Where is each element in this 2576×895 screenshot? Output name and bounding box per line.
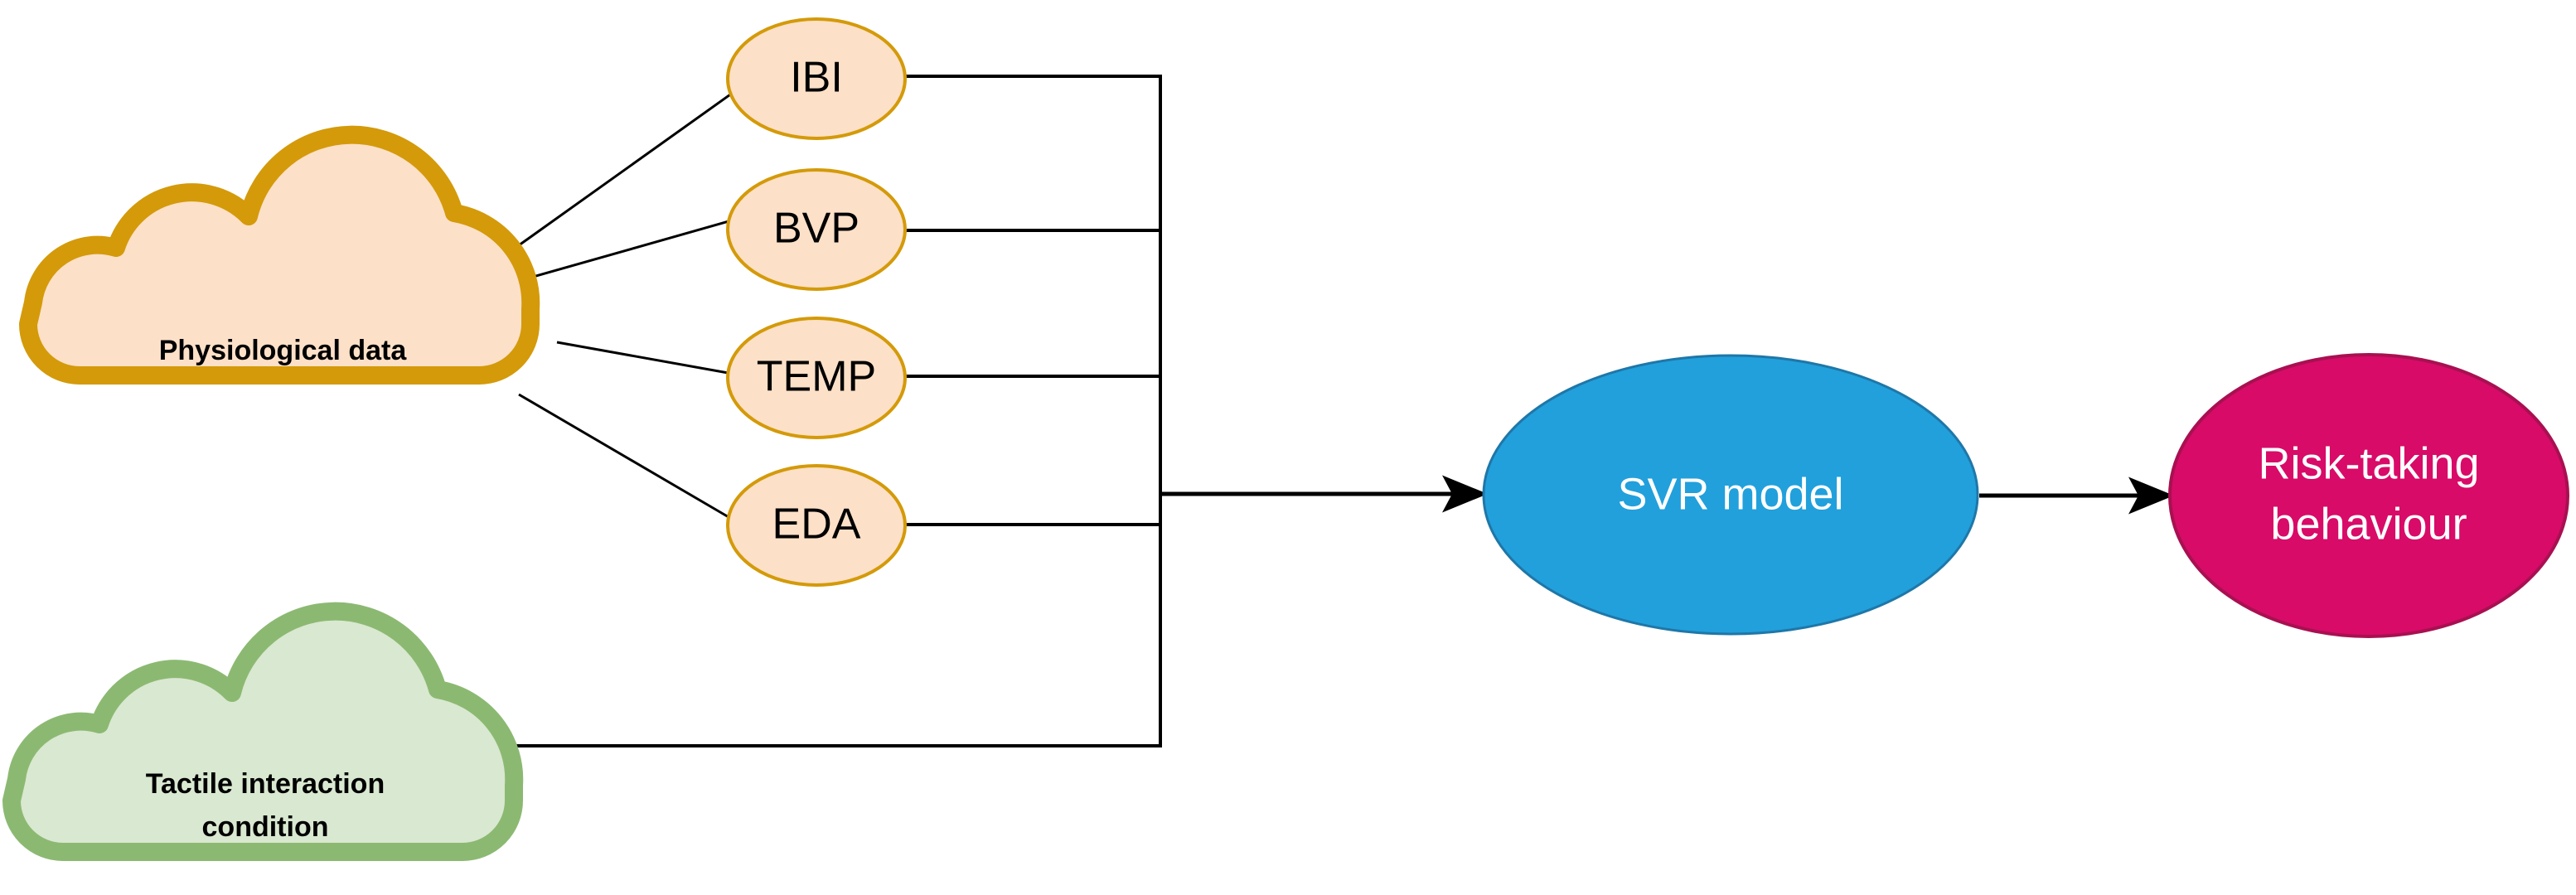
connector-physio-to-temp: [556, 341, 734, 375]
flow-arrows: [1160, 475, 2174, 515]
cloud-to-signal-connectors: [495, 83, 745, 522]
node-eda[interactable]: EDA: [726, 464, 907, 587]
ibi-ellipse: [726, 17, 907, 140]
ibi-label: IBI: [790, 54, 843, 102]
tactile-condition-label-line2: condition: [202, 811, 329, 843]
input-bracket: [514, 75, 1162, 747]
connector-physio-to-ibi: [495, 83, 745, 264]
connector-physio-to-bvp: [515, 217, 738, 283]
connector-physio-to-eda: [518, 393, 735, 522]
risk-taking-label-line1: Risk-taking: [2258, 438, 2479, 488]
bvp-label: BVP: [773, 205, 859, 253]
node-ibi[interactable]: IBI: [726, 17, 907, 140]
node-risk-taking-behaviour[interactable]: Risk-taking behaviour: [2168, 353, 2569, 638]
eda-ellipse: [726, 464, 907, 587]
node-tactile-interaction-condition[interactable]: Tactile interaction condition: [12, 612, 514, 852]
node-svr-model[interactable]: SVR model: [1482, 354, 1979, 636]
node-physiological-data[interactable]: Physiological data: [28, 135, 530, 375]
node-temp[interactable]: TEMP: [726, 317, 907, 439]
eda-label: EDA: [772, 501, 861, 549]
node-bvp[interactable]: BVP: [726, 168, 907, 291]
bvp-ellipse: [726, 168, 907, 291]
svr-model-label: SVR model: [1617, 469, 1843, 519]
risk-taking-label-line2: behaviour: [2270, 499, 2467, 549]
tactile-condition-label-line1: Tactile interaction: [146, 768, 385, 800]
physiological-data-label: Physiological data: [159, 335, 408, 366]
temp-ellipse: [726, 317, 907, 439]
risk-taking-ellipse: [2168, 353, 2569, 638]
temp-label: TEMP: [757, 353, 876, 401]
svr-model-ellipse: [1482, 354, 1979, 636]
